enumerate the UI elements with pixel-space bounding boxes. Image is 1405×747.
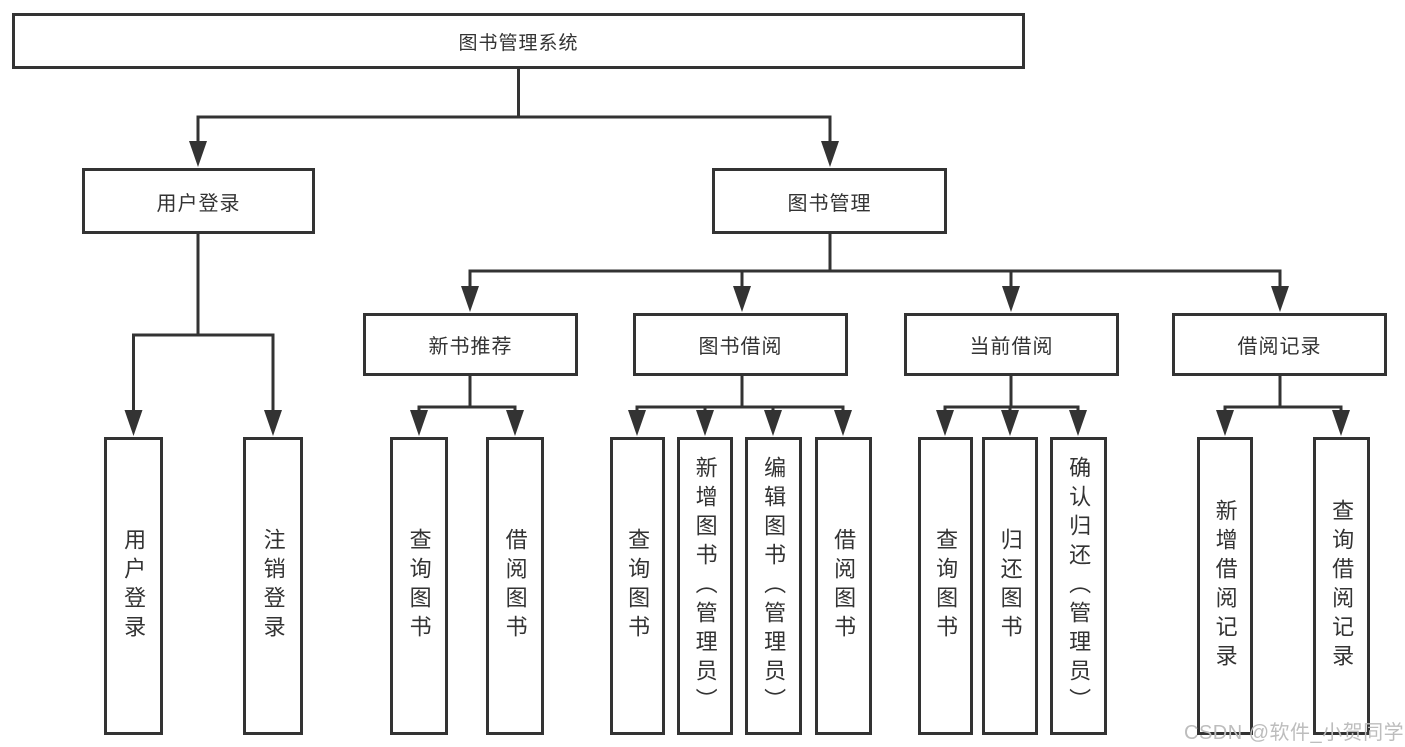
leaf-label: 注销登录 [260,528,286,644]
arrowhead-icon [1002,286,1020,312]
leaf-label: 新增借阅记录 [1212,499,1238,673]
node-book-management-branch: 图书管理 [712,168,947,234]
connector-path [132,67,1343,412]
arrowhead-icon [124,410,143,436]
node-leaf-confirm-return-admin: 确认归还（管理员） [1050,437,1107,735]
leaf-label: 归还图书 [997,528,1023,644]
node-new-book-recommendation: 新书推荐 [363,313,578,376]
arrowhead-icon [1216,410,1234,436]
arrowhead-icon [764,410,782,436]
node-leaf-logout: 注销登录 [243,437,303,735]
arrowhead-icon [1001,410,1019,436]
node-leaf-query-books-current: 查询图书 [918,437,973,735]
node-leaf-query-books-borrowing: 查询图书 [610,437,665,735]
leaf-label: 确认归还（管理员） [1066,455,1092,717]
node-leaf-query-books-recommend: 查询图书 [390,437,448,735]
node-leaf-borrow-books-recommend: 借阅图书 [486,437,544,735]
node-borrowing-records: 借阅记录 [1172,313,1387,376]
arrowhead-icon [1069,410,1087,436]
node-leaf-add-borrow-record: 新增借阅记录 [1197,437,1253,735]
leaf-label: 查询借阅记录 [1329,499,1355,673]
arrowhead-icon [696,410,714,436]
node-leaf-user-login: 用户登录 [104,437,163,735]
leaf-label: 新增图书（管理员） [692,455,718,717]
arrowhead-icon [936,410,954,436]
arrowhead-icon [189,141,207,167]
arrowhead-icon [834,410,852,436]
arrowhead-icon [1271,286,1289,312]
node-leaf-return-book: 归还图书 [982,437,1038,735]
leaf-label: 查询图书 [625,528,651,644]
node-library-management-system: 图书管理系统 [12,13,1025,69]
node-leaf-edit-book-admin: 编辑图书（管理员） [745,437,802,735]
node-leaf-query-borrow-record: 查询借阅记录 [1313,437,1370,735]
node-user-login-branch: 用户登录 [82,168,315,234]
leaf-label: 用户登录 [121,528,147,644]
watermark: CSDN @软件_小贺同学 [1184,722,1405,744]
arrowhead-icon [506,410,524,436]
node-current-borrowing: 当前借阅 [904,313,1119,376]
leaf-label: 借阅图书 [502,528,528,644]
node-leaf-borrow-books: 借阅图书 [815,437,872,735]
node-leaf-add-book-admin: 新增图书（管理员） [677,437,733,735]
arrowhead-icon [821,141,839,167]
leaf-label: 查询图书 [406,528,432,644]
leaf-label: 查询图书 [933,528,959,644]
arrowhead-icon [733,286,751,312]
arrowhead-icon [264,410,282,436]
arrowhead-icon [1332,410,1350,436]
arrowhead-icon [628,410,646,436]
leaf-label: 编辑图书（管理员） [761,455,787,717]
arrowhead-icon [461,286,479,312]
node-book-borrowing: 图书借阅 [633,313,848,376]
leaf-label: 借阅图书 [831,528,857,644]
arrowhead-icon [410,410,428,436]
